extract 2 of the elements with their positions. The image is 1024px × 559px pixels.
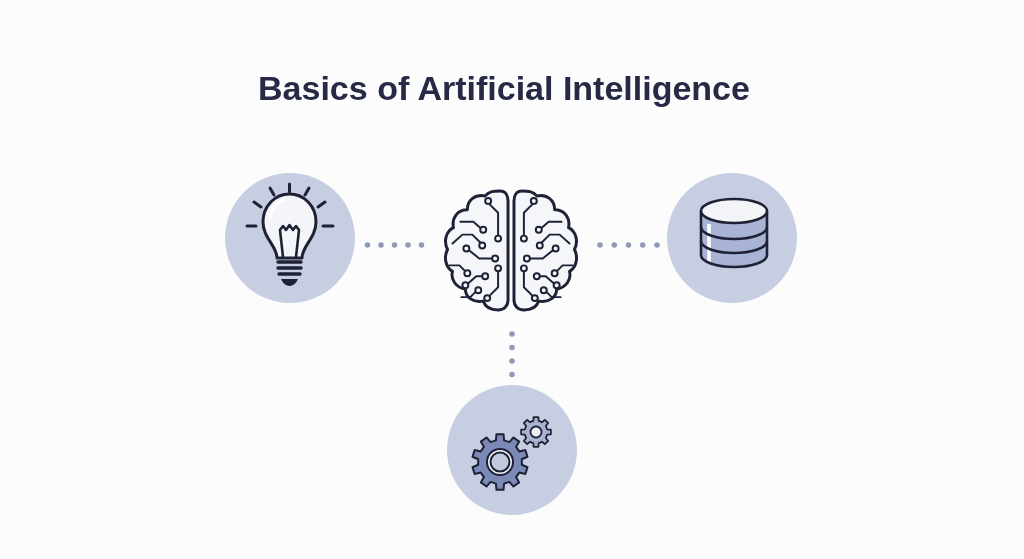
brain-icon [442, 188, 580, 313]
title: Basics of Artificial Intelligence [257, 71, 751, 105]
